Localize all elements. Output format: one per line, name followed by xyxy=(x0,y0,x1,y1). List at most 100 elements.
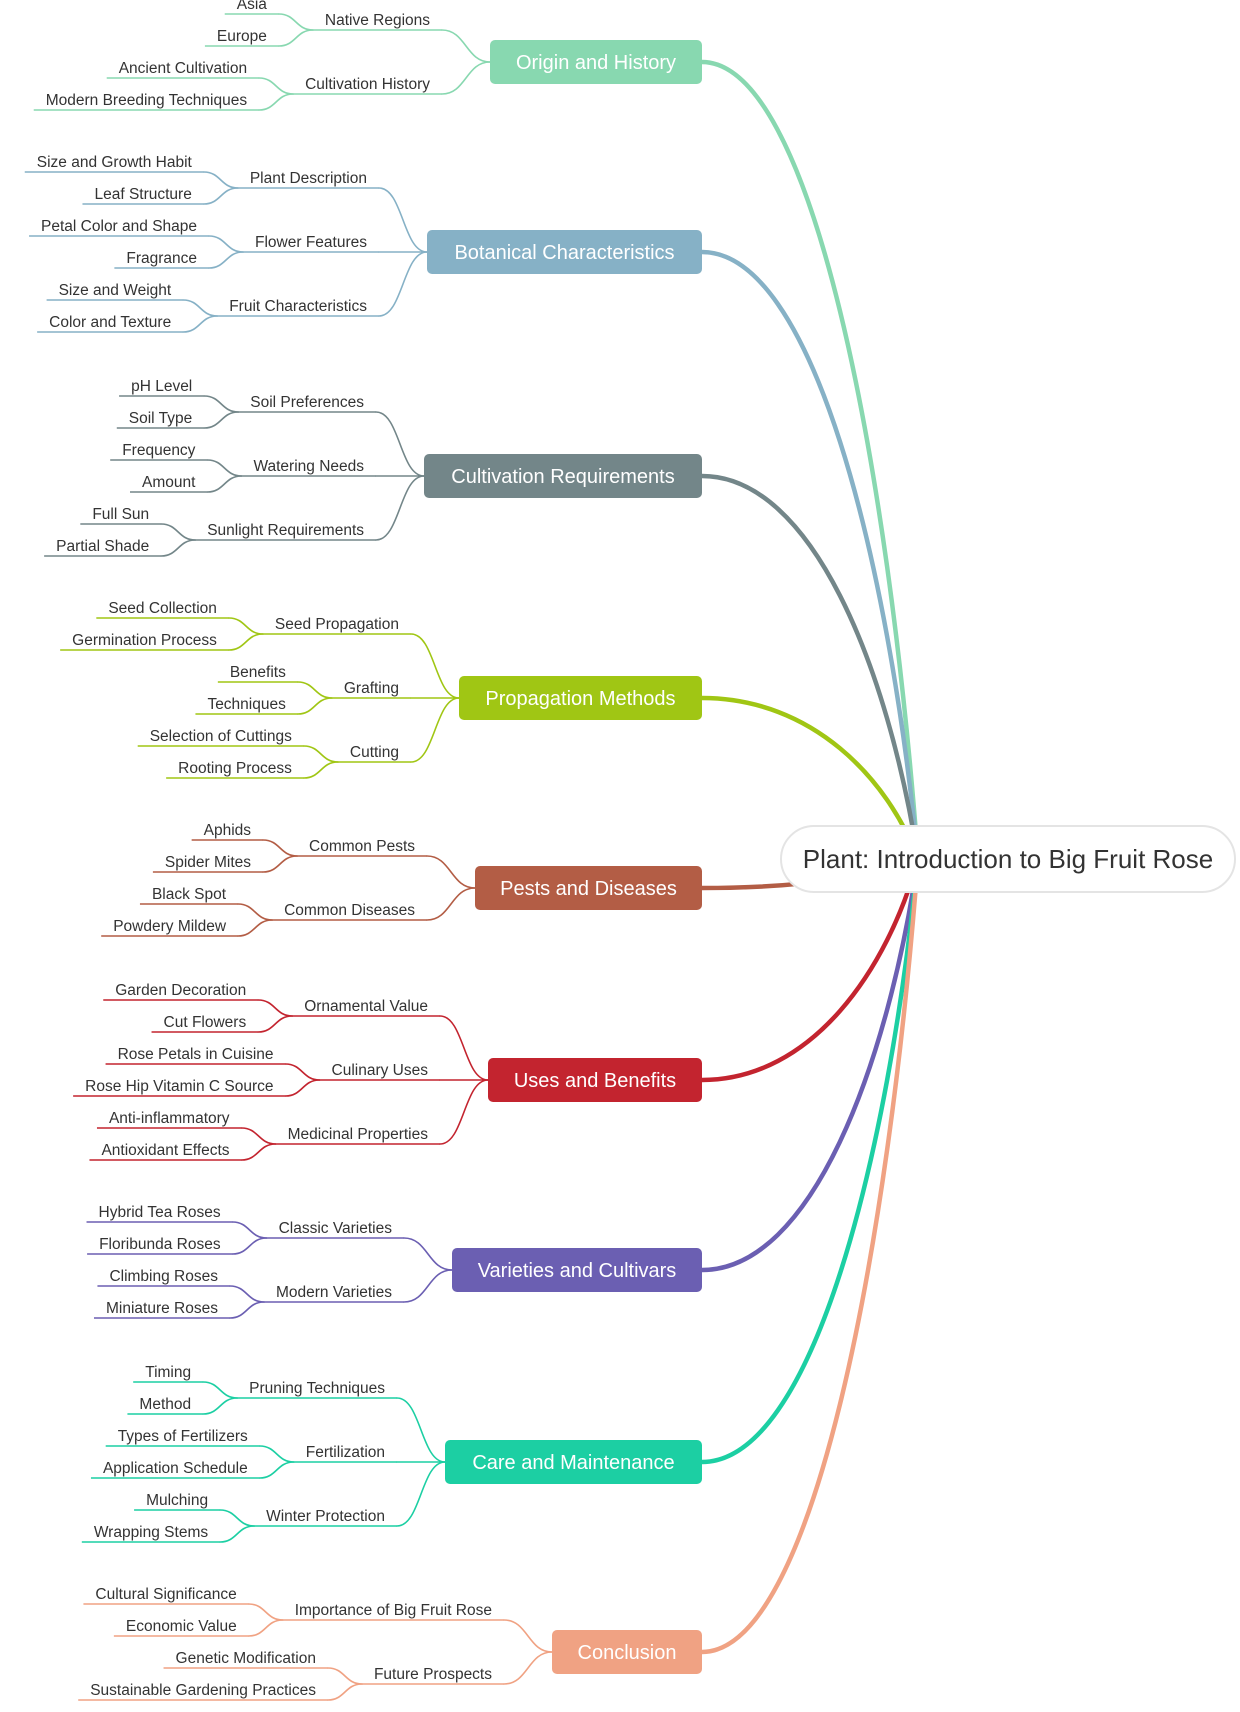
node-fruit-characteristics[interactable]: Fruit Characteristics xyxy=(229,298,367,315)
leaf-types-of-fertilizers[interactable]: Types of Fertilizers xyxy=(118,1428,248,1445)
leaf-garden-decoration[interactable]: Garden Decoration xyxy=(115,982,246,999)
node-fertilization[interactable]: Fertilization xyxy=(306,1444,385,1461)
node-modern-varieties[interactable]: Modern Varieties xyxy=(276,1284,392,1301)
leaf-benefits[interactable]: Benefits xyxy=(230,664,286,681)
branch-propagation-methods-label: Propagation Methods xyxy=(485,688,675,710)
node-sunlight-requirements[interactable]: Sunlight Requirements xyxy=(207,522,364,539)
node-native-regions[interactable]: Native Regions xyxy=(325,12,430,29)
node-cultivation-history[interactable]: Cultivation History xyxy=(305,76,430,93)
edge-pruning-techniques-to-timing xyxy=(202,1381,238,1399)
root-node[interactable]: Plant: Introduction to Big Fruit Rose xyxy=(780,825,1236,893)
leaf-leaf-structure[interactable]: Leaf Structure xyxy=(94,186,191,203)
node-pruning-techniques[interactable]: Pruning Techniques xyxy=(249,1380,385,1397)
leaf-germination-process[interactable]: Germination Process xyxy=(72,632,217,649)
leaf-asia[interactable]: Asia xyxy=(237,0,268,13)
leaf-ancient-cultivation[interactable]: Ancient Cultivation xyxy=(119,60,247,77)
node-common-diseases[interactable]: Common Diseases xyxy=(284,902,415,919)
branch-origin-and-history-label: Origin and History xyxy=(516,52,676,74)
node-ornamental-value[interactable]: Ornamental Value xyxy=(304,998,428,1015)
leaf-petal-color-and-shape[interactable]: Petal Color and Shape xyxy=(41,218,197,235)
edge-uses-and-benefits-to-ornamental-value xyxy=(439,1015,489,1081)
leaf-economic-value[interactable]: Economic Value xyxy=(126,1618,237,1635)
node-winter-protection[interactable]: Winter Protection xyxy=(266,1508,385,1525)
leaf-hybrid-tea-roses[interactable]: Hybrid Tea Roses xyxy=(99,1204,221,1221)
branch-cultivation-requirements-box[interactable] xyxy=(424,454,702,498)
leaf-full-sun[interactable]: Full Sun xyxy=(92,506,149,523)
node-importance-of-big-fruit-rose[interactable]: Importance of Big Fruit Rose xyxy=(295,1602,492,1619)
leaf-selection-of-cuttings[interactable]: Selection of Cuttings xyxy=(150,728,292,745)
node-seed-propagation[interactable]: Seed Propagation xyxy=(275,616,399,633)
branch-varieties-and-cultivars-box[interactable] xyxy=(452,1248,702,1292)
node-medicinal-properties[interactable]: Medicinal Properties xyxy=(288,1126,429,1143)
leaf-seed-collection[interactable]: Seed Collection xyxy=(108,600,217,617)
node-culinary-uses[interactable]: Culinary Uses xyxy=(332,1062,429,1079)
branch-origin-and-history-box[interactable] xyxy=(490,40,702,84)
edge-flower-features-to-fragrance xyxy=(208,251,244,269)
leaf-miniature-roses[interactable]: Miniature Roses xyxy=(106,1300,218,1317)
leaf-size-and-weight[interactable]: Size and Weight xyxy=(59,282,172,299)
leaf-anti-inflammatory[interactable]: Anti-inflammatory xyxy=(109,1110,230,1127)
edge-root-to-botanical-characteristics xyxy=(699,249,921,862)
edge-classic-varieties-to-floribunda-roses xyxy=(231,1237,268,1255)
leaf-fragrance[interactable]: Fragrance xyxy=(126,250,197,267)
edge-importance-of-big-fruit-rose-to-economic-value xyxy=(247,1619,284,1637)
edge-classic-varieties-to-hybrid-tea-roses xyxy=(231,1221,268,1239)
leaf-method[interactable]: Method xyxy=(139,1396,191,1413)
edge-seed-propagation-to-seed-collection xyxy=(228,617,264,635)
leaf-size-and-growth-habit[interactable]: Size and Growth Habit xyxy=(37,154,193,171)
edge-common-pests-to-aphids xyxy=(262,839,298,857)
leaf-cut-flowers[interactable]: Cut Flowers xyxy=(164,1014,247,1031)
leaf-mulching[interactable]: Mulching xyxy=(146,1492,208,1509)
node-cutting[interactable]: Cutting xyxy=(350,744,399,761)
leaf-modern-breeding-techniques[interactable]: Modern Breeding Techniques xyxy=(46,92,248,109)
leaf-application-schedule[interactable]: Application Schedule xyxy=(103,1460,248,1477)
leaf-partial-shade[interactable]: Partial Shade xyxy=(56,538,149,555)
node-soil-preferences[interactable]: Soil Preferences xyxy=(250,394,364,411)
leaf-rooting-process[interactable]: Rooting Process xyxy=(178,760,292,777)
leaf-amount[interactable]: Amount xyxy=(142,474,196,491)
branch-pests-and-diseases-box[interactable] xyxy=(475,866,702,910)
node-watering-needs[interactable]: Watering Needs xyxy=(253,458,364,475)
leaf-color-and-texture[interactable]: Color and Texture xyxy=(49,314,171,331)
node-future-prospects[interactable]: Future Prospects xyxy=(374,1666,492,1683)
leaf-aphids[interactable]: Aphids xyxy=(204,822,252,839)
edge-soil-preferences-to-soil-type xyxy=(203,411,240,429)
leaf-floribunda-roses[interactable]: Floribunda Roses xyxy=(99,1236,221,1253)
leaf-genetic-modification[interactable]: Genetic Modification xyxy=(176,1650,316,1667)
leaf-ph-level[interactable]: pH Level xyxy=(131,378,192,395)
node-plant-description[interactable]: Plant Description xyxy=(250,170,367,187)
leaf-techniques[interactable]: Techniques xyxy=(207,696,286,713)
leaf-frequency[interactable]: Frequency xyxy=(122,442,195,459)
branch-conclusion-box[interactable] xyxy=(552,1630,702,1674)
branch-uses-and-benefits-label: Uses and Benefits xyxy=(514,1070,676,1092)
node-common-pests[interactable]: Common Pests xyxy=(309,838,415,855)
leaf-timing[interactable]: Timing xyxy=(145,1364,191,1381)
leaf-rose-petals-in-cuisine[interactable]: Rose Petals in Cuisine xyxy=(118,1046,274,1063)
branch-propagation-methods-box[interactable] xyxy=(459,676,702,720)
leaf-antioxidant-effects[interactable]: Antioxidant Effects xyxy=(101,1142,229,1159)
branch-uses-and-benefits-box[interactable] xyxy=(488,1058,702,1102)
edge-culinary-uses-to-rose-hip-vitamin-c-source xyxy=(284,1079,321,1097)
leaf-black-spot[interactable]: Black Spot xyxy=(152,886,227,903)
leaf-soil-type[interactable]: Soil Type xyxy=(129,410,192,427)
edge-grafting-to-benefits xyxy=(297,681,333,699)
edge-native-regions-to-europe xyxy=(278,29,314,47)
leaf-cultural-significance[interactable]: Cultural Significance xyxy=(95,1586,236,1603)
node-flower-features[interactable]: Flower Features xyxy=(255,234,367,251)
leaf-powdery-mildew[interactable]: Powdery Mildew xyxy=(113,918,227,935)
leaf-spider-mites[interactable]: Spider Mites xyxy=(165,854,251,871)
leaf-rose-hip-vitamin-c-source[interactable]: Rose Hip Vitamin C Source xyxy=(85,1078,273,1095)
edge-culinary-uses-to-rose-petals-in-cuisine xyxy=(284,1063,321,1081)
leaf-wrapping-stems[interactable]: Wrapping Stems xyxy=(94,1524,209,1541)
branch-care-and-maintenance-box[interactable] xyxy=(445,1440,702,1484)
node-classic-varieties[interactable]: Classic Varieties xyxy=(279,1220,393,1237)
root-node-label: Plant: Introduction to Big Fruit Rose xyxy=(803,844,1213,874)
node-grafting[interactable]: Grafting xyxy=(344,680,399,697)
edge-fertilization-to-application-schedule xyxy=(258,1461,295,1479)
leaf-sustainable-gardening-practices[interactable]: Sustainable Gardening Practices xyxy=(90,1682,316,1699)
leaf-europe[interactable]: Europe xyxy=(217,28,267,45)
leaf-climbing-roses[interactable]: Climbing Roses xyxy=(109,1268,218,1285)
branch-botanical-characteristics-box[interactable] xyxy=(427,230,702,274)
edge-seed-propagation-to-germination-process xyxy=(228,633,264,651)
